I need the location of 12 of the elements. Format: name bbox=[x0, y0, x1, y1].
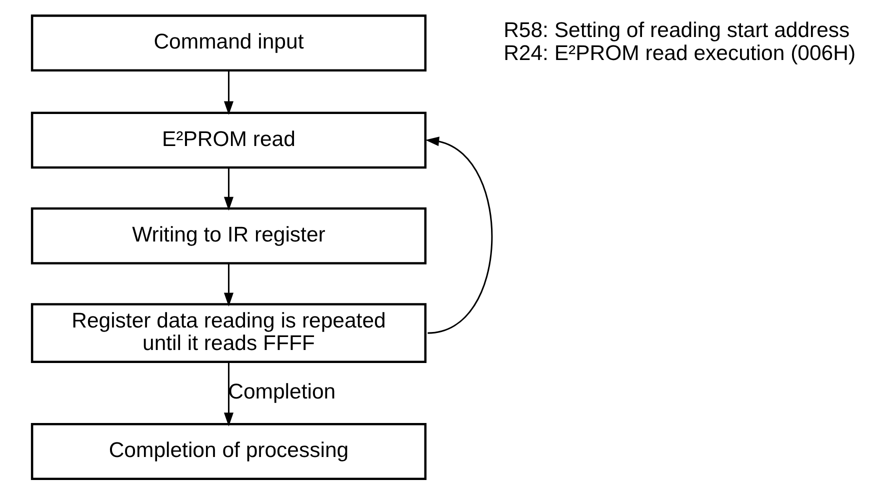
node-box: Completion of processing bbox=[30, 423, 427, 480]
arrow bbox=[425, 136, 493, 334]
arrow bbox=[224, 168, 234, 211]
arrow bbox=[224, 70, 234, 115]
node-box: Writing to IR register bbox=[30, 207, 427, 264]
node-box: Command input bbox=[30, 14, 427, 72]
arrow bbox=[224, 362, 234, 426]
label: R24: E²PROM read execution (006H) bbox=[504, 41, 856, 66]
arrow bbox=[224, 264, 234, 306]
node-box: E²PROM read bbox=[30, 112, 427, 169]
label: R58: Setting of reading start address bbox=[504, 18, 850, 42]
node-box: Register data reading is repeated until it reads FFFF bbox=[30, 303, 427, 364]
